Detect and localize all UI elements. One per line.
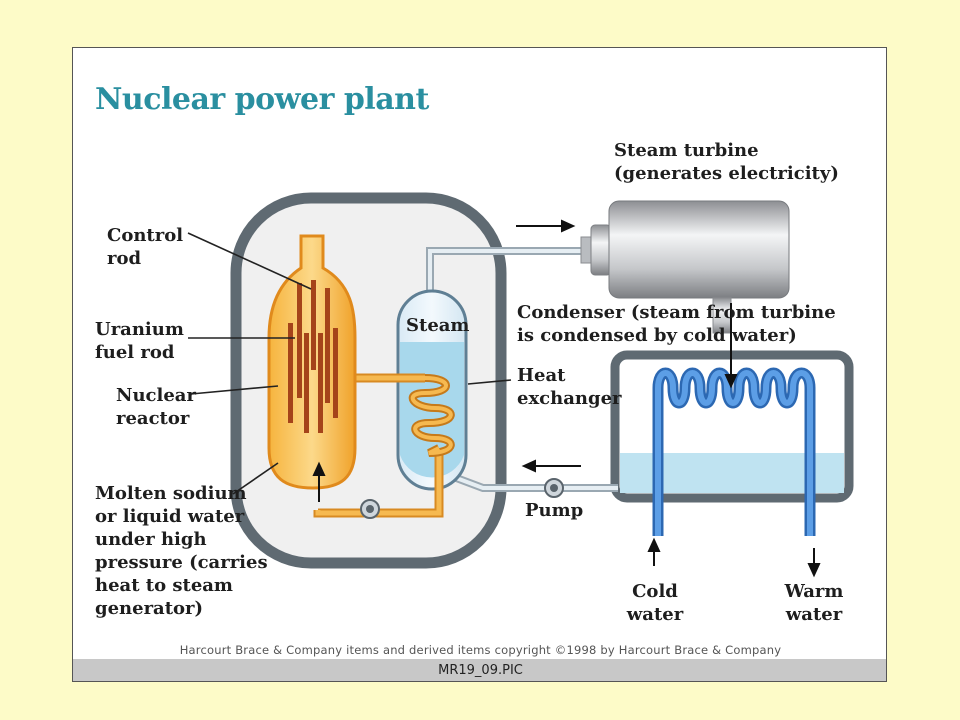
label-steam-turbine: Steam turbine (generates electricity) [614,139,839,185]
label-pump: Pump [525,500,584,521]
label-line: Cold [632,581,678,602]
label-line: fuel rod [95,342,175,363]
steam-turbine-body [608,200,790,299]
condenser-coil [655,370,813,536]
turbine-cone [590,224,612,276]
return-pipe-inner [450,474,618,490]
label-line: water [785,604,843,625]
label-line: water [626,604,684,625]
label-control-rod: Control rod [107,224,183,270]
label-line: Nuclear [116,385,196,406]
label-line: or liquid water [95,506,245,527]
label-uranium-fuel-rod: Uranium fuel rod [95,318,184,364]
label-cold-water: Cold water [625,580,685,626]
label-molten-sodium: Molten sodium or liquid water under high… [95,482,268,620]
steam-pipe-inner [428,249,585,296]
label-warm-water: Warm water [778,580,850,626]
label-line: heat to steam [95,575,233,596]
label-heat-exchanger: Heat exchanger [517,364,622,410]
label-line: (generates electricity) [614,163,839,184]
label-line: exchanger [517,388,622,409]
flow-arrows [312,219,821,578]
uranium-fuel-rods [288,280,338,433]
label-line: pressure (carries [95,552,268,573]
leader-lines [187,232,512,495]
page-title: Nuclear power plant [95,82,429,117]
label-line: Warm [784,581,844,602]
label-line: Heat [517,365,566,386]
label-steam: Steam [406,315,470,336]
label-line: Molten sodium [95,483,247,504]
copyright-notice: Harcourt Brace & Company items and deriv… [179,643,782,657]
label-line: Condenser (steam from turbine [517,302,836,323]
nuclear-plant-diagram [187,192,854,578]
label-line: under high [95,529,207,550]
footer-filename: MR19_09.PIC [73,659,886,681]
heat-exchanger-coil [410,376,453,455]
label-nuclear-reactor: Nuclear reactor [116,384,196,430]
diagram-card: Nuclear power plant Control rod Uranium … [72,47,887,682]
label-line: rod [107,248,142,269]
label-condenser: Condenser (steam from turbine is condens… [517,301,836,347]
label-line: generator) [95,598,204,619]
label-line: Uranium [95,319,184,340]
label-line: is condensed by cold water) [517,325,797,346]
label-line: reactor [116,408,190,429]
label-line: Control [107,225,184,246]
label-line: Steam turbine [614,140,759,161]
